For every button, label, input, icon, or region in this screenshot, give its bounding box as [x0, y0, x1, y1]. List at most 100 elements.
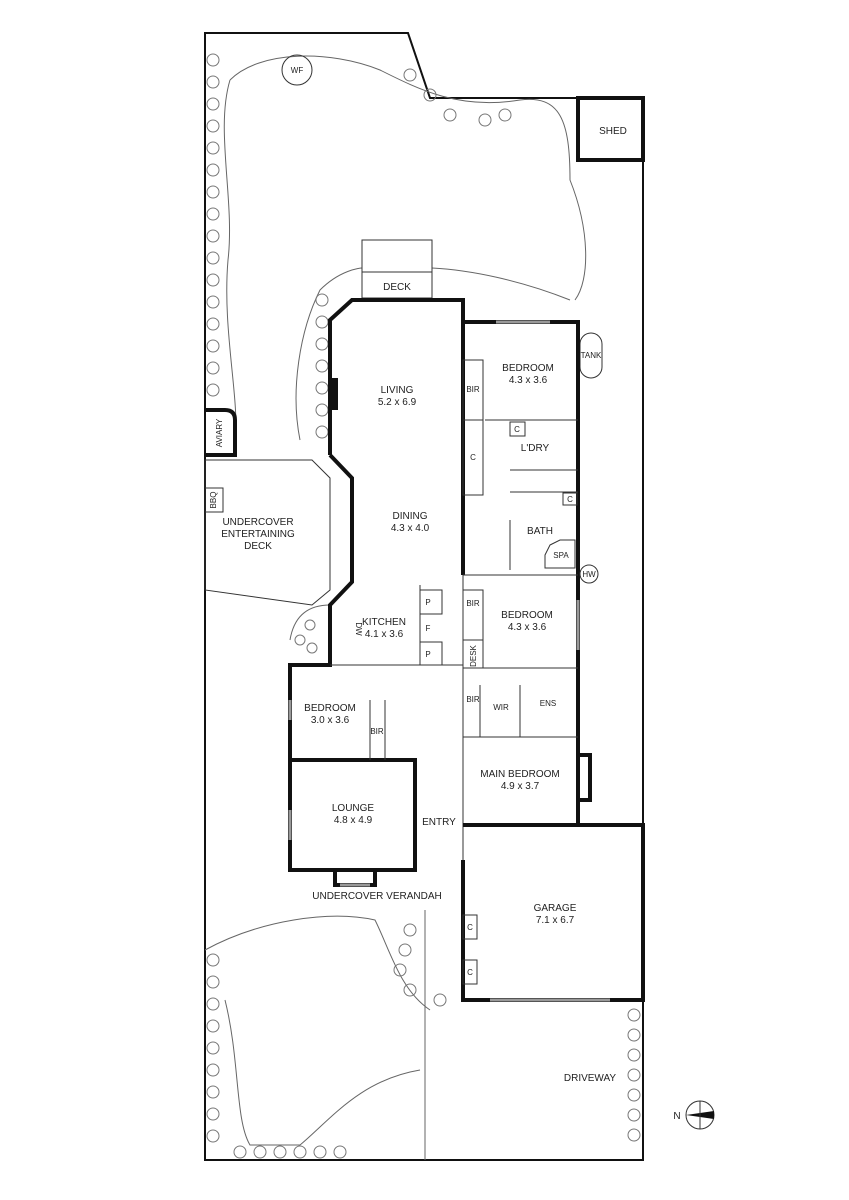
- garage-cupboard-label-2: C: [467, 968, 473, 977]
- tree-icon: [206, 251, 220, 265]
- wir-label: WIR: [493, 703, 509, 712]
- tree-icon: [627, 1108, 641, 1122]
- tree-icon: [627, 1068, 641, 1082]
- fridge-label: F: [426, 624, 431, 633]
- verandah-label: UNDERCOVER VERANDAH: [312, 891, 441, 902]
- tank-label: TANK: [581, 351, 602, 360]
- dining-dims: 4.3 x 4.0: [391, 523, 430, 534]
- bedroom-w-name: BEDROOM: [304, 703, 356, 714]
- aviary: [205, 408, 237, 457]
- tree-icon: [206, 97, 220, 111]
- bbq-label: BBQ: [209, 492, 218, 509]
- tree-icon: [294, 634, 306, 646]
- tree-icon: [403, 68, 417, 82]
- tree-icon: [333, 1145, 347, 1159]
- tree-icon: [627, 1128, 641, 1142]
- garage-cupboard-label: C: [467, 923, 473, 932]
- tree-icon: [306, 642, 318, 654]
- room-labels: LIVING 5.2 x 6.9 DINING 4.3 x 4.0 KITCHE…: [304, 363, 577, 926]
- tree-icon: [206, 163, 220, 177]
- bir-label-4: BIR: [370, 727, 384, 736]
- tree-icon: [206, 953, 220, 967]
- tree-icon: [206, 1129, 220, 1143]
- tree-icon: [433, 993, 447, 1007]
- tree-icon: [315, 359, 329, 373]
- laundry-cupboard-label: C: [514, 425, 520, 434]
- bath-label: BATH: [527, 526, 553, 537]
- entry-label: ENTRY: [422, 817, 456, 828]
- tree-icon: [206, 997, 220, 1011]
- spa-label: SPA: [553, 551, 569, 560]
- bir-label-2: BIR: [466, 599, 480, 608]
- aviary-label: AVIARY: [215, 418, 224, 447]
- tree-icon: [206, 361, 220, 375]
- shed-label: SHED: [599, 126, 627, 137]
- tree-icon: [206, 141, 220, 155]
- trees: [206, 53, 641, 1159]
- garage-name: GARAGE: [534, 903, 577, 914]
- pantry-label-2: P: [425, 650, 430, 659]
- living-name: LIVING: [381, 385, 414, 396]
- tree-icon: [206, 75, 220, 89]
- tree-icon: [206, 1107, 220, 1121]
- main-bedroom-name: MAIN BEDROOM: [480, 769, 559, 780]
- lounge-name: LOUNGE: [332, 803, 375, 814]
- tree-icon: [627, 1048, 641, 1062]
- bir-label: BIR: [466, 385, 480, 394]
- kitchen-name: KITCHEN: [362, 617, 406, 628]
- kitchen-dims: 4.1 x 3.6: [365, 629, 404, 640]
- bedroom-w-dims: 3.0 x 3.6: [311, 715, 350, 726]
- tree-icon: [206, 1085, 220, 1099]
- wf-label: WF: [291, 66, 304, 75]
- tree-icon: [315, 403, 329, 417]
- entertaining-label-1: UNDERCOVER: [222, 517, 293, 528]
- water-feature: [281, 54, 313, 86]
- pantry-label: P: [425, 598, 430, 607]
- entertaining-label-3: DECK: [244, 541, 272, 552]
- ens-label: ENS: [540, 699, 556, 708]
- tree-icon: [206, 975, 220, 989]
- bedroom-ne-name: BEDROOM: [502, 363, 554, 374]
- tree-icon: [478, 113, 492, 127]
- laundry-label: L'DRY: [521, 443, 550, 454]
- bedroom-ne-dims: 4.3 x 3.6: [509, 375, 548, 386]
- tree-icon: [627, 1028, 641, 1042]
- lounge-dims: 4.8 x 4.9: [334, 815, 373, 826]
- entertaining-label-2: ENTERTAINING: [221, 529, 295, 540]
- tree-icon: [315, 425, 329, 439]
- deck-label: DECK: [383, 282, 411, 293]
- tree-icon: [233, 1145, 247, 1159]
- tree-icon: [206, 119, 220, 133]
- tree-icon: [315, 293, 329, 307]
- tree-icon: [206, 1019, 220, 1033]
- dining-name: DINING: [393, 511, 428, 522]
- cupboard-label: C: [470, 453, 476, 462]
- tree-icon: [304, 619, 316, 631]
- tree-icon: [315, 381, 329, 395]
- bedroom-e-name: BEDROOM: [501, 610, 553, 621]
- fixture-labels: BIR C C L'DRY C BATH SPA BIR DESK BIR WI…: [312, 359, 616, 1084]
- tree-icon: [403, 923, 417, 937]
- living-dims: 5.2 x 6.9: [378, 397, 417, 408]
- tree-icon: [498, 108, 512, 122]
- house-walls: [288, 298, 645, 1002]
- bir-label-3: BIR: [466, 695, 480, 704]
- tree-icon: [206, 185, 220, 199]
- tree-icon: [206, 53, 220, 67]
- tree-icon: [206, 207, 220, 221]
- dishwasher-label: DW: [354, 622, 363, 636]
- garage-dims: 7.1 x 6.7: [536, 915, 575, 926]
- tree-icon: [273, 1145, 287, 1159]
- north-compass: N: [673, 1100, 715, 1130]
- entertaining-deck: [204, 459, 331, 606]
- tree-icon: [206, 383, 220, 397]
- tree-icon: [403, 983, 417, 997]
- hot-water: [579, 564, 599, 584]
- tree-icon: [443, 108, 457, 122]
- tree-icon: [293, 1145, 307, 1159]
- tree-icon: [393, 963, 407, 977]
- tree-icon: [206, 1063, 220, 1077]
- tree-icon: [627, 1008, 641, 1022]
- tree-icon: [206, 295, 220, 309]
